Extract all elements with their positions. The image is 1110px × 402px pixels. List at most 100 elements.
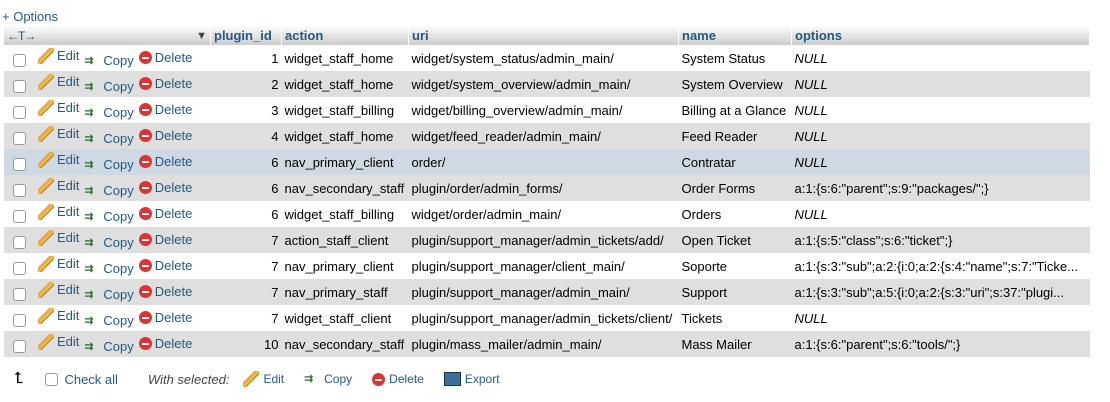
edit-button[interactable]: Edit	[38, 255, 79, 272]
edit-button[interactable]: Edit	[38, 203, 79, 220]
pencil-icon	[38, 307, 54, 324]
delete-button[interactable]: Delete	[138, 284, 192, 299]
cell-options: NULL	[791, 97, 1090, 123]
edit-button[interactable]: Edit	[38, 73, 79, 90]
row-actions: Edit ⇉Copy Delete	[4, 97, 211, 123]
copy-button[interactable]: ⇉Copy	[84, 105, 133, 121]
row-checkbox[interactable]	[13, 53, 26, 67]
delete-icon	[138, 76, 152, 90]
row-checkbox[interactable]	[13, 313, 26, 327]
row-checkbox[interactable]	[13, 183, 26, 197]
copy-label: Copy	[103, 157, 134, 172]
sort-dropdown-icon[interactable]: ▼	[196, 29, 207, 42]
bulk-copy-button[interactable]: ⇉Copy	[304, 371, 352, 387]
cell-action: nav_secondary_staff	[281, 331, 409, 357]
row-checkbox[interactable]	[13, 105, 26, 119]
edit-button[interactable]: Edit	[38, 125, 79, 142]
edit-button[interactable]: Edit	[38, 99, 79, 116]
row-actions: Edit ⇉Copy Delete	[4, 305, 211, 331]
delete-label: Delete	[154, 179, 193, 195]
copy-button[interactable]: ⇉Copy	[84, 183, 133, 199]
column-toggle-arrows[interactable]: ←T→	[7, 28, 36, 43]
copy-button[interactable]: ⇉Copy	[84, 313, 133, 329]
delete-button[interactable]: Delete	[138, 179, 193, 195]
copy-button[interactable]: ⇉Copy	[84, 131, 133, 147]
cell-name: System Overview	[678, 71, 792, 97]
copy-label: Copy	[103, 261, 134, 276]
row-checkbox[interactable]	[13, 287, 26, 301]
copy-button[interactable]: ⇉Copy	[84, 235, 133, 251]
delete-button[interactable]: Delete	[138, 336, 192, 351]
edit-label: Edit	[57, 48, 80, 63]
bulk-edit-button[interactable]: Edit	[243, 371, 284, 387]
copy-button[interactable]: ⇉Copy	[84, 339, 133, 355]
cell-name: Order Forms	[678, 175, 792, 201]
edit-button[interactable]: Edit	[38, 281, 79, 298]
delete-label: Delete	[154, 101, 193, 117]
delete-button[interactable]: Delete	[138, 232, 192, 247]
check-all-label[interactable]: Check all	[64, 371, 118, 387]
row-checkbox[interactable]	[13, 339, 26, 353]
row-checkbox[interactable]	[13, 209, 26, 223]
row-checkbox[interactable]	[13, 131, 26, 145]
copy-label: Copy	[103, 131, 134, 146]
edit-button[interactable]: Edit	[38, 307, 79, 324]
cell-name: System Status	[678, 45, 792, 71]
copy-button[interactable]: ⇉Copy	[84, 209, 133, 225]
copy-button[interactable]: ⇉Copy	[84, 53, 133, 69]
bulk-export-button[interactable]: Export	[443, 372, 500, 386]
bulk-delete-button[interactable]: Delete	[372, 372, 424, 386]
delete-button[interactable]: Delete	[138, 154, 192, 169]
delete-button[interactable]: Delete	[138, 206, 192, 221]
copy-icon: ⇉	[84, 158, 93, 171]
cell-plugin-id: 10	[210, 331, 282, 357]
edit-button[interactable]: Edit	[38, 229, 79, 246]
copy-button[interactable]: ⇉Copy	[84, 79, 133, 95]
header-action[interactable]: action	[281, 25, 409, 45]
header-plugin-id[interactable]: plugin_id	[210, 25, 282, 45]
cell-name: Contratar	[678, 149, 792, 175]
check-all-checkbox[interactable]	[45, 372, 59, 386]
delete-button[interactable]: Delete	[138, 76, 192, 91]
cell-name: Mass Mailer	[678, 331, 792, 357]
options-link[interactable]: + Options	[2, 9, 59, 24]
copy-icon: ⇉	[84, 106, 93, 119]
row-checkbox[interactable]	[13, 261, 26, 275]
copy-button[interactable]: ⇉ Copy	[84, 157, 133, 173]
edit-button[interactable]: Edit	[38, 151, 79, 168]
copy-button[interactable]: ⇉Copy	[84, 261, 133, 277]
delete-button[interactable]: Delete	[138, 128, 192, 143]
copy-button[interactable]: ⇉Copy	[84, 287, 133, 303]
row-checkbox[interactable]	[13, 235, 26, 249]
cell-action: widget_staff_client	[281, 305, 409, 331]
cell-plugin-id: 3	[210, 97, 282, 123]
header-options[interactable]: options	[791, 25, 1090, 45]
delete-icon	[372, 372, 386, 386]
delete-button[interactable]: Delete	[138, 101, 193, 117]
delete-button[interactable]: Delete	[138, 50, 192, 65]
header-name[interactable]: name	[678, 25, 792, 45]
row-checkbox[interactable]	[13, 79, 26, 93]
copy-label: Copy	[103, 183, 134, 198]
edit-button[interactable]: Edit	[38, 47, 80, 64]
edit-button[interactable]: Edit	[38, 333, 79, 350]
pencil-icon	[243, 371, 260, 387]
delete-button[interactable]: Delete	[138, 258, 192, 273]
delete-icon	[138, 154, 152, 168]
header-uri[interactable]: uri	[408, 25, 679, 45]
row-checkbox[interactable]	[13, 157, 26, 171]
edit-button[interactable]: Edit	[38, 177, 79, 194]
delete-button[interactable]: Delete	[138, 310, 192, 325]
